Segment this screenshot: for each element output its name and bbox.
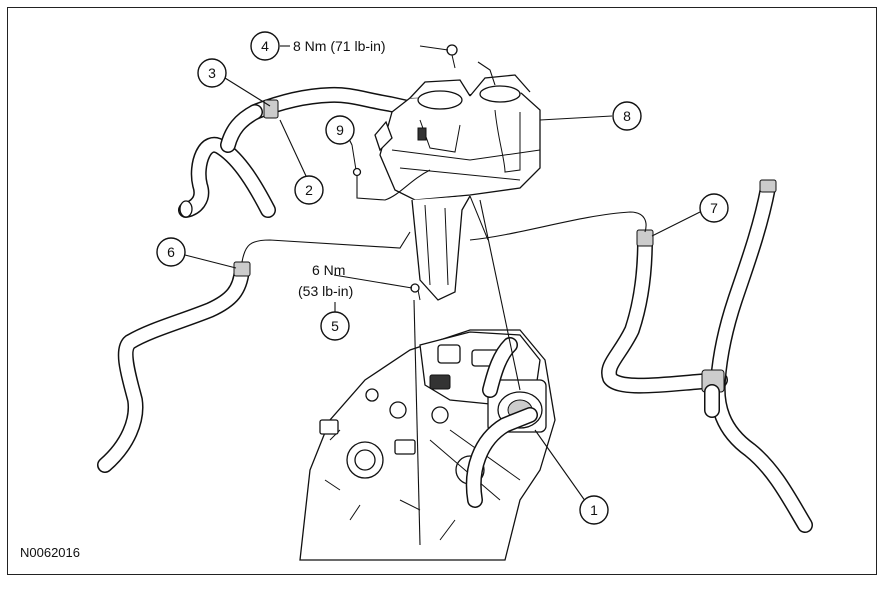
bolt-4 [446,44,458,69]
svg-text:9: 9 [336,122,344,138]
diagram-frame [7,7,877,575]
routing-lines [241,61,647,546]
coolant-reservoir [374,74,541,301]
hose-clamp-7 [636,229,654,247]
svg-text:3: 3 [208,65,216,81]
thermostat-housing [437,344,461,364]
callout-9: 9 [325,115,355,145]
bolt-5 [410,283,421,301]
svg-text:4: 4 [261,38,269,54]
callout-1: 1 [579,495,609,525]
svg-text:1: 1 [590,502,598,518]
hose-end [179,200,193,218]
svg-text:6: 6 [167,244,175,260]
reservoir-cap-right [479,85,521,103]
right-hoses [601,179,813,533]
reservoir-fitting [417,127,427,141]
torque-label-bolt-4: 8 Nm (71 lb-in) [293,38,386,54]
svg-text:7: 7 [710,200,718,216]
svg-text:2: 2 [305,182,313,198]
callout-5: 5 [320,311,350,341]
left-lower-hose [97,261,251,473]
torque-label-bolt-5-nm: 6 Nm [312,262,345,278]
svg-text:8: 8 [623,108,631,124]
hose-clamp-top-right [759,179,777,193]
bolt-9 [351,144,362,177]
callout-3: 3 [197,58,227,88]
callout-7: 7 [699,193,729,223]
upper-left-hose [178,86,416,218]
hose-clamp-6 [233,261,251,277]
callout-8: 8 [612,101,642,131]
engine-block [299,329,556,561]
torque-label-bolt-5-lbin: (53 lb-in) [298,283,353,299]
figure-id: N0062016 [20,545,80,560]
callout-2: 2 [294,175,324,205]
svg-text:5: 5 [331,318,339,334]
hose-clamp-3 [263,99,279,119]
callout-4: 4 [250,31,280,61]
reservoir-cap-left [417,90,463,110]
callout-6: 6 [156,237,186,267]
